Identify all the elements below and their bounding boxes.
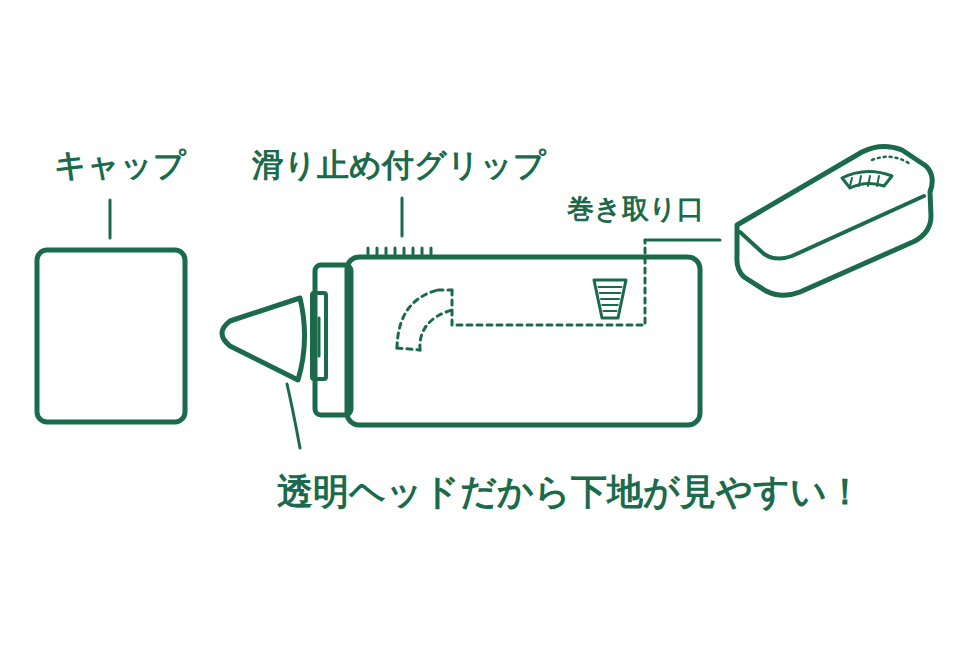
stroke (877, 176, 879, 186)
stroke (394, 248, 397, 254)
head-base-detail (318, 318, 321, 356)
stroke (602, 304, 617, 306)
stroke (376, 248, 379, 254)
part-label: 透明ヘッドだから下地が見やすい！ (275, 470, 865, 513)
stroke (385, 248, 388, 254)
take-up-window (594, 280, 626, 318)
body-outline (347, 257, 700, 425)
cap-outline (37, 250, 185, 422)
stroke (430, 248, 433, 254)
take-up-window-lines (598, 287, 621, 311)
stroke (604, 310, 617, 312)
head-outline (222, 298, 305, 380)
part-label: 巻き取り口 (565, 193, 706, 225)
stroke (601, 298, 619, 300)
stroke (367, 248, 370, 254)
part-label: キャップ (52, 146, 188, 184)
perspective-window (842, 171, 892, 188)
leader-line (287, 384, 300, 448)
body-perspective (737, 146, 932, 295)
rotation-marks (872, 157, 910, 164)
stroke (868, 176, 870, 186)
stroke (859, 176, 861, 186)
leader-line (401, 198, 404, 236)
body-perspective-edge (740, 196, 924, 259)
part-label: 滑り止め付グリップ (250, 146, 548, 184)
leader-line (109, 200, 112, 238)
stroke (421, 248, 424, 254)
stroke (850, 178, 852, 186)
leader-line (645, 239, 720, 242)
tape-path (397, 240, 645, 350)
stroke (412, 248, 415, 254)
stroke (403, 248, 406, 254)
stroke (598, 286, 621, 288)
grip-ticks (368, 248, 431, 254)
stroke (600, 292, 621, 294)
perspective-window-lines (850, 176, 879, 186)
